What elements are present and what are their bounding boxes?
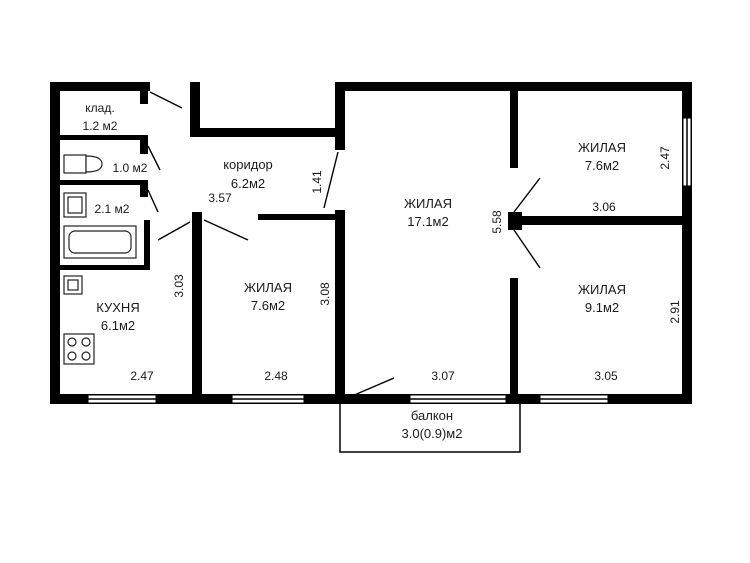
- walls: [50, 82, 692, 404]
- sink-icon: [63, 192, 87, 218]
- door-main-room: [323, 151, 339, 209]
- dim-lower-right-width: 3.05: [594, 369, 618, 383]
- dim-kitchen-width: 2.47: [130, 369, 154, 383]
- balcony-area: 3.0(0.9)м2: [402, 426, 463, 441]
- dim-upper-right-width: 3.06: [592, 200, 616, 214]
- dim-corridor-width: 3.57: [208, 191, 232, 205]
- kitchen-sink-icon: [63, 275, 83, 295]
- dim-kitchen-height: 3.03: [172, 274, 186, 298]
- door-storage: [149, 91, 183, 109]
- windows: [87, 117, 692, 404]
- stove-icon: [63, 333, 95, 365]
- balcony-name: балкон: [411, 408, 453, 423]
- kitchen-area: 6.1м2: [101, 318, 135, 333]
- door-upper-right: [513, 177, 541, 213]
- living-upper-right-area: 7.6м2: [585, 158, 619, 173]
- kitchen-name: КУХНЯ: [96, 300, 139, 315]
- living-main-area: 17.1м2: [407, 214, 448, 229]
- dim-main-room-width: 3.07: [431, 369, 455, 383]
- dim-small-room-width: 2.48: [264, 369, 288, 383]
- doors: [147, 91, 541, 397]
- room-labels: клад. 1.2 м2 1.0 м2 2.1 м2 коридор 6.2м2…: [83, 101, 626, 441]
- wc-area: 1.0 м2: [113, 161, 148, 175]
- corridor-name: коридор: [223, 157, 273, 172]
- dim-small-room-height: 3.08: [318, 282, 332, 306]
- dim-lower-right-height: 2.91: [668, 300, 682, 324]
- balcony-outline: [339, 404, 521, 453]
- fixtures: [63, 154, 137, 365]
- storage-area: 1.2 м2: [83, 119, 118, 133]
- dim-upper-right-height: 2.47: [658, 146, 672, 170]
- door-bath: [147, 189, 159, 213]
- living-upper-right-name: ЖИЛАЯ: [578, 140, 626, 155]
- corridor-area: 6.2м2: [231, 176, 265, 191]
- living-small-name: ЖИЛАЯ: [244, 280, 292, 295]
- storage-name: клад.: [85, 101, 114, 115]
- door-small-room: [203, 219, 249, 241]
- door-kitchen: [157, 221, 191, 241]
- bathtub-icon: [63, 225, 137, 259]
- dim-corridor-door: 1.41: [310, 170, 324, 194]
- living-lower-right-name: ЖИЛАЯ: [578, 282, 626, 297]
- dim-main-room-depth: 5.58: [490, 210, 504, 234]
- dimension-labels: 3.57 1.41 3.03 2.47 3.08 2.48 5.58 3.07 …: [130, 146, 682, 383]
- living-lower-right-area: 9.1м2: [585, 300, 619, 315]
- bath-area: 2.1 м2: [95, 202, 130, 216]
- living-small-area: 7.6м2: [251, 298, 285, 313]
- door-lower-right: [513, 229, 541, 269]
- door-wc: [147, 145, 161, 171]
- toilet-icon: [63, 154, 103, 174]
- living-main-name: ЖИЛАЯ: [404, 196, 452, 211]
- door-balcony: [351, 377, 395, 397]
